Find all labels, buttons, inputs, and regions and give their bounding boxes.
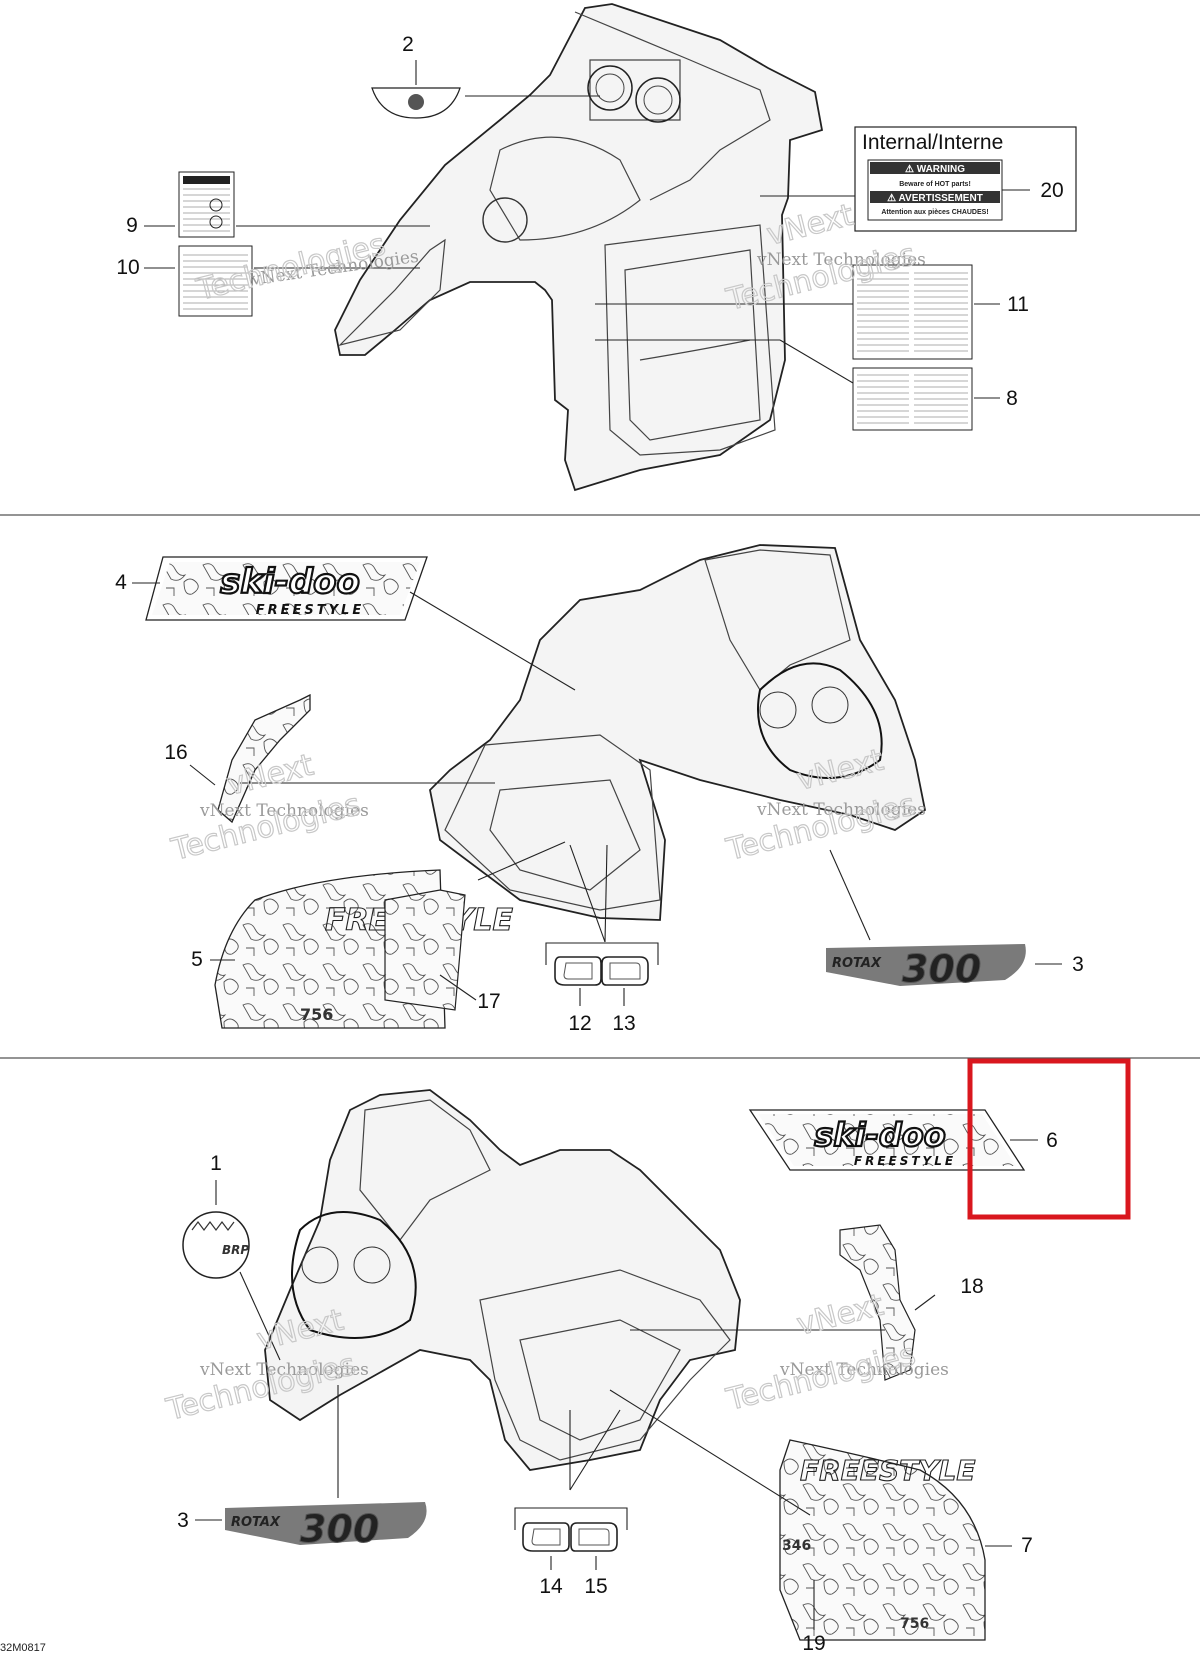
hood-gauge-cluster: [589, 59, 681, 121]
callout-20: 20: [1040, 179, 1063, 202]
part-346-text: 346: [782, 1538, 811, 1554]
hood-body-bottom: [264, 1089, 741, 1471]
svg-text:300: 300: [902, 947, 981, 991]
svg-text:300: 300: [300, 1507, 379, 1551]
callout-1: 1: [210, 1152, 222, 1175]
svg-text:Technologies: Technologies: [722, 1337, 918, 1418]
callout-12: 12: [568, 1012, 591, 1035]
brp-badge: [182, 1211, 250, 1279]
svg-text:vNext Technologies: vNext Technologies: [199, 801, 369, 821]
hood-windshield-top: [574, 11, 771, 201]
side-panel-top-stripe: [624, 249, 761, 441]
part-15: [570, 1522, 618, 1552]
callout-11: 11: [1007, 293, 1029, 316]
callout-5: 5: [191, 948, 203, 971]
svg-text:vNext Technologies: vNext Technologies: [756, 250, 926, 270]
freestyle-text-6: FREESTYLE: [854, 1154, 956, 1168]
svg-text:vNext Technologies: vNext Technologies: [779, 1360, 949, 1380]
callout-16: 16: [164, 741, 187, 764]
callout-19: 19: [802, 1632, 825, 1654]
svg-text:vNext Technologies: vNext Technologies: [199, 1360, 369, 1380]
gauge-left: [587, 65, 633, 111]
part-13: [601, 956, 649, 986]
hood-body-mid: [429, 544, 927, 921]
part-756-text: 756: [300, 1005, 333, 1024]
part-756-text-b: 756: [900, 1616, 929, 1632]
headlight-bottom: [291, 1211, 417, 1339]
callout-17: 17: [477, 990, 500, 1013]
gauge-right-inner: [643, 85, 673, 115]
callout-4: 4: [115, 571, 127, 594]
decal-18: [839, 1224, 916, 1381]
warning-label-title: ⚠ WARNING: [905, 164, 965, 175]
avert-label-title: ⚠ AVERTISSEMENT: [887, 193, 983, 204]
decal-16: [217, 693, 311, 824]
side-panel-top: [604, 224, 776, 456]
part-14: [522, 1522, 570, 1552]
left-wing-top: [338, 238, 446, 347]
rotax-badge-3-mid: ROTAX 300: [826, 944, 1026, 992]
callout-3-bottom: 3: [177, 1509, 189, 1532]
top-section: 2 9 10 Internal/Interne ⚠ WARNING Beware…: [116, 3, 1077, 492]
hood-body-top: [334, 3, 824, 492]
side-panel-mid-inner: [489, 779, 641, 891]
freestyle-text-4: FREESTYLE: [256, 603, 364, 618]
brp-text: BRP: [222, 1243, 249, 1257]
console-top: [489, 136, 641, 241]
bottom-section: ski-doo FREESTYLE 6 1 BRP 18 ROTAX 300 3: [177, 1058, 1131, 1654]
internal-box-heading: Internal/Interne: [862, 131, 1003, 154]
svg-text:Technologies: Technologies: [167, 787, 363, 868]
side-panel-top-stripe2: [639, 339, 751, 361]
callout-18: 18: [960, 1275, 983, 1298]
middle-section: ski-doo FREESTYLE 4 16 FREESTYLE 756 5 1…: [115, 544, 1084, 1035]
bracket-14-15: [514, 1507, 628, 1530]
callout-15: 15: [584, 1575, 607, 1598]
windshield-bottom: [359, 1099, 491, 1241]
callout-2: 2: [402, 33, 414, 56]
warning-label-text: Beware of HOT parts!: [899, 181, 971, 188]
decal-17: [384, 889, 466, 1011]
callout-9: 9: [126, 214, 138, 237]
callout-14: 14: [539, 1575, 563, 1598]
avert-label-text: Attention aux pièces CHAUDES!: [881, 209, 988, 216]
skidoo-logo-6: ski-doo: [814, 1116, 945, 1154]
badge-2-emblem: [408, 94, 424, 110]
part-12: [554, 956, 602, 986]
callout-13: 13: [612, 1012, 635, 1035]
callout-3-mid: 3: [1072, 953, 1084, 976]
rotax-badge-3-bottom: ROTAX 300: [225, 1502, 427, 1552]
freestyle-text-7: FREESTYLE: [800, 1454, 975, 1487]
figure-code: 32M0817: [0, 1642, 46, 1654]
console-cap: [482, 197, 528, 243]
freestyle-decal-7: [779, 1439, 986, 1641]
windshield-mid: [704, 549, 851, 691]
svg-text:vNext: vNext: [793, 1288, 887, 1343]
skidoo-logo-4: ski-doo: [220, 562, 360, 602]
callout-10: 10: [116, 256, 139, 279]
gauge-left-inner: [595, 73, 625, 103]
svg-text:vNext Technologies: vNext Technologies: [756, 800, 926, 820]
side-panel-bottom: [479, 1269, 731, 1461]
svg-text:ROTAX: ROTAX: [832, 956, 882, 971]
bracket-12-13: [545, 942, 659, 965]
callout-7: 7: [1021, 1534, 1033, 1557]
headlight-mid: [757, 662, 883, 779]
callout-6: 6: [1046, 1129, 1058, 1152]
side-panel-bottom-inner: [519, 1319, 681, 1441]
svg-text:ROTAX: ROTAX: [231, 1515, 281, 1530]
callout-8: 8: [1006, 387, 1018, 410]
gauge-right: [635, 77, 681, 123]
side-panel-mid: [444, 734, 661, 911]
highlight-box: [967, 1058, 1131, 1220]
